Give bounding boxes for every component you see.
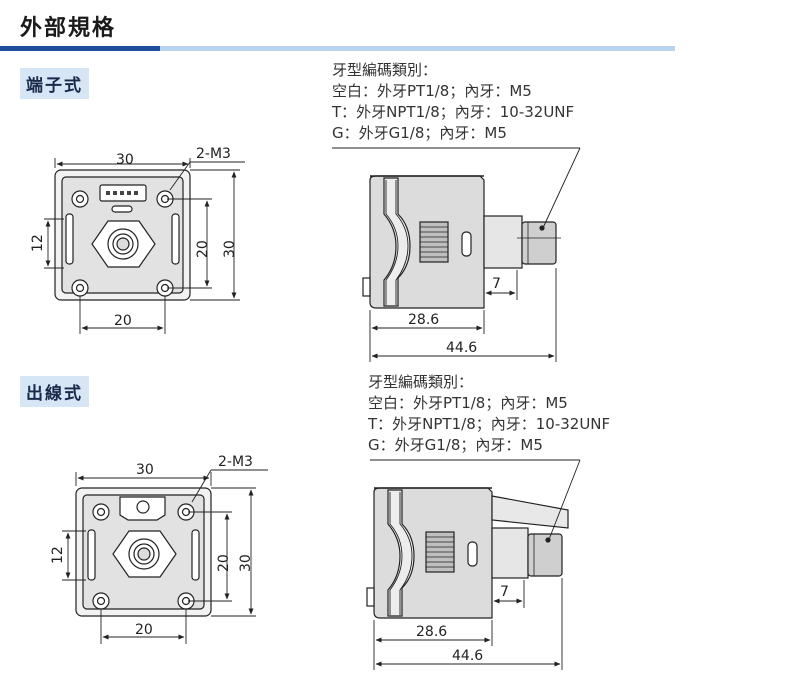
dim-width-top: 30 (136, 462, 154, 478)
dim-outer-height: 30 (222, 240, 238, 258)
header-accent-bar (0, 46, 160, 51)
spec-line: 牙型編碼類別： (332, 61, 438, 79)
thread-spec-terminal: 牙型編碼類別： 空白：外牙PT1/8；內牙：M5 T：外牙NPT1/8；內牙：1… (332, 60, 574, 144)
dim-outer-height: 30 (238, 554, 254, 572)
dim-left-height: 12 (30, 234, 46, 252)
connector-pins (106, 191, 138, 195)
terminal-side-dims (369, 268, 557, 362)
dim-body-length: 28.6 (416, 624, 447, 640)
terminal-side-view (332, 147, 581, 309)
dim-bottom-width: 20 (114, 313, 132, 329)
spec-line: T：外牙NPT1/8；內牙：10-32UNF (368, 415, 611, 433)
led-slot (111, 205, 133, 213)
left-slot (65, 213, 74, 265)
spec-line: 空白：外牙PT1/8；內牙：M5 (368, 394, 568, 412)
cable-front-view (75, 487, 212, 617)
spec-line: G：外牙G1/8；內牙：M5 (368, 436, 543, 454)
spec-line: 牙型編碼類別： (368, 373, 474, 391)
section-label-terminal: 端子式 (20, 68, 89, 99)
dim-bottom-width: 20 (135, 622, 153, 638)
terminal-front-view (54, 169, 191, 301)
mount-hole (71, 190, 89, 208)
cable-front-dims (62, 469, 268, 644)
section-label-cable: 出線式 (20, 376, 89, 407)
dim-left-height: 12 (50, 546, 66, 564)
dim-port: 7 (500, 584, 509, 600)
dim-inner-height: 20 (216, 554, 232, 572)
dim-port: 7 (492, 276, 501, 292)
spec-line: T：外牙NPT1/8；內牙：10-32UNF (332, 103, 575, 121)
dim-width-top: 30 (116, 152, 134, 168)
dim-body-length: 28.6 (408, 312, 439, 328)
terminal-front-dims (44, 158, 245, 334)
cable-side-dims (373, 578, 563, 670)
dim-inner-height: 20 (195, 240, 211, 258)
mount-hole (71, 279, 89, 297)
spec-line: G：外牙G1/8；內牙：M5 (332, 124, 507, 142)
cable-side-view (366, 459, 581, 619)
dim-hole-thread: 2-M3 (218, 454, 253, 470)
dim-hole-thread: 2-M3 (196, 146, 231, 162)
header-underline (160, 46, 675, 51)
dim-total-length: 44.6 (446, 340, 477, 356)
spec-line: 空白：外牙PT1/8；內牙：M5 (332, 82, 532, 100)
page-title: 外部規格 (20, 16, 117, 41)
thread-spec-cable: 牙型編碼類別： 空白：外牙PT1/8；內牙：M5 T：外牙NPT1/8；內牙：1… (368, 372, 610, 456)
right-slot (171, 213, 180, 265)
page-header: 外部規格 (0, 0, 800, 56)
dim-total-length: 44.6 (452, 648, 483, 664)
